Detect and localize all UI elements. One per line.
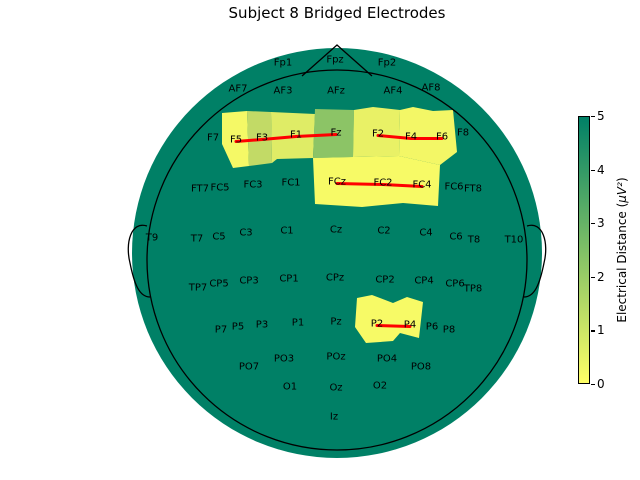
- left-ear-outline: [127, 224, 151, 298]
- electrode-label-F3: F3: [256, 133, 268, 144]
- electrode-label-Pz: Pz: [330, 317, 341, 328]
- colorbar-tick-mark-0: [591, 384, 595, 386]
- electrode-label-F4: F4: [405, 132, 417, 143]
- page-title: Subject 8 Bridged Electrodes: [228, 4, 446, 22]
- colorbar-tick-label-1: 1: [597, 323, 605, 338]
- electrode-label-FC4: FC4: [412, 180, 431, 191]
- electrode-label-P1: P1: [292, 318, 304, 329]
- electrode-label-PO7: PO7: [239, 362, 259, 373]
- electrode-label-F1: F1: [290, 130, 302, 141]
- colorbar-label-units: μV²: [615, 182, 629, 203]
- electrode-label-F6: F6: [436, 132, 448, 143]
- electrode-label-FC2: FC2: [373, 178, 392, 189]
- electrode-label-AF4: AF4: [384, 86, 403, 97]
- electrode-label-Fpz: Fpz: [326, 55, 343, 66]
- electrode-label-PO8: PO8: [411, 362, 431, 373]
- electrode-label-T10: T10: [504, 235, 524, 246]
- colorbar-gradient: [578, 116, 590, 384]
- electrode-label-Fp1: Fp1: [274, 58, 292, 69]
- electrode-label-CP5: CP5: [209, 279, 228, 290]
- electrode-label-O2: O2: [373, 381, 387, 392]
- electrode-label-C6: C6: [449, 232, 462, 243]
- electrode-label-F5: F5: [230, 135, 242, 146]
- colorbar-tick-mark-4: [591, 169, 595, 171]
- bridged-region-cell-F4-F6: [399, 107, 457, 165]
- colorbar-tick-label-2: 2: [597, 269, 605, 284]
- electrode-label-C4: C4: [419, 228, 432, 239]
- electrode-label-AF3: AF3: [274, 86, 293, 97]
- colorbar-tick-label-5: 5: [597, 109, 605, 123]
- electrode-label-FC6: FC6: [444, 182, 463, 193]
- bridged-region-cell-F2: [353, 107, 400, 157]
- electrode-label-T9: T9: [145, 233, 158, 244]
- colorbar-tick-mark-2: [591, 276, 595, 278]
- right-ear-outline: [523, 224, 547, 298]
- electrode-label-CP3: CP3: [239, 276, 258, 287]
- colorbar-label-prefix: Electrical Distance (: [615, 202, 629, 323]
- electrode-label-Iz: Iz: [330, 412, 338, 423]
- colorbar-tick-label-3: 3: [597, 216, 605, 231]
- colorbar-tick-mark-3: [591, 223, 595, 225]
- electrode-label-T8: T8: [467, 235, 480, 246]
- electrode-label-AF8: AF8: [422, 83, 441, 94]
- electrode-label-CP6: CP6: [445, 279, 464, 290]
- electrode-label-CPz: CPz: [326, 273, 344, 284]
- electrode-label-O1: O1: [283, 382, 297, 393]
- electrode-label-FT8: FT8: [464, 184, 482, 195]
- colorbar-label: Electrical Distance (μV²): [615, 177, 629, 322]
- electrode-label-F7: F7: [207, 133, 219, 144]
- electrode-label-Fp2: Fp2: [378, 58, 396, 69]
- bridge-line-F2-F4-F6: [376, 134, 444, 140]
- electrode-label-Fz: Fz: [330, 128, 341, 139]
- electrode-label-FT7: FT7: [191, 184, 209, 195]
- nose-outline: [301, 44, 373, 77]
- colorbar-tick-label-0: 0: [597, 377, 605, 391]
- electrode-label-CP1: CP1: [279, 274, 298, 285]
- electrode-label-PO3: PO3: [274, 354, 294, 365]
- electrode-label-TP8: TP8: [463, 284, 483, 295]
- colorbar-tick-mark-1: [591, 330, 595, 332]
- electrode-label-AF7: AF7: [229, 84, 248, 95]
- electrode-label-CP4: CP4: [414, 276, 433, 287]
- electrode-label-P6: P6: [426, 322, 438, 333]
- electrode-label-C3: C3: [239, 228, 252, 239]
- head-outline: [146, 69, 528, 451]
- electrode-label-P5: P5: [232, 322, 244, 333]
- colorbar-tick-label-4: 4: [597, 162, 605, 177]
- electrode-label-C5: C5: [212, 232, 225, 243]
- bridged-region-cell-P2-P4: [355, 295, 423, 343]
- electrode-label-P8: P8: [443, 325, 455, 336]
- electrode-label-FC5: FC5: [210, 183, 229, 194]
- electrode-label-POz: POz: [326, 352, 345, 363]
- electrode-label-C2: C2: [377, 226, 390, 237]
- electrode-label-CP2: CP2: [375, 275, 394, 286]
- electrode-label-PO4: PO4: [377, 354, 397, 365]
- bridge-line-P2-P4: [375, 324, 412, 328]
- electrode-label-FCz: FCz: [328, 177, 346, 188]
- electrode-label-P2: P2: [371, 319, 383, 330]
- electrode-label-P4: P4: [404, 320, 416, 331]
- electrode-label-AFz: AFz: [327, 86, 345, 97]
- electrode-label-Cz: Cz: [330, 225, 342, 236]
- electrode-label-C1: C1: [280, 226, 293, 237]
- electrode-label-F8: F8: [457, 128, 469, 139]
- scalp-fill: [132, 48, 542, 458]
- colorbar-tick-mark-5: [591, 116, 595, 118]
- electrode-label-T7: T7: [190, 234, 203, 245]
- electrode-label-FC1: FC1: [281, 178, 300, 189]
- colorbar-label-suffix: ): [615, 177, 629, 183]
- bridge-lines: [234, 133, 444, 328]
- bridge-line-F5-F3-F1-Fz: [234, 133, 338, 143]
- bridged-region-cell-FCz-FC2-FC4: [313, 156, 440, 207]
- electrode-label-FC3: FC3: [243, 180, 262, 191]
- bridge-line-FCz-FC2-FC4: [335, 182, 424, 188]
- electrode-label-P7: P7: [215, 325, 227, 336]
- electrode-label-F2: F2: [372, 129, 384, 140]
- electrode-label-P3: P3: [256, 320, 268, 331]
- bridged-region-cell-F5: [222, 111, 249, 168]
- electrode-label-Oz: Oz: [329, 383, 342, 394]
- electrode-label-TP7: TP7: [188, 283, 208, 294]
